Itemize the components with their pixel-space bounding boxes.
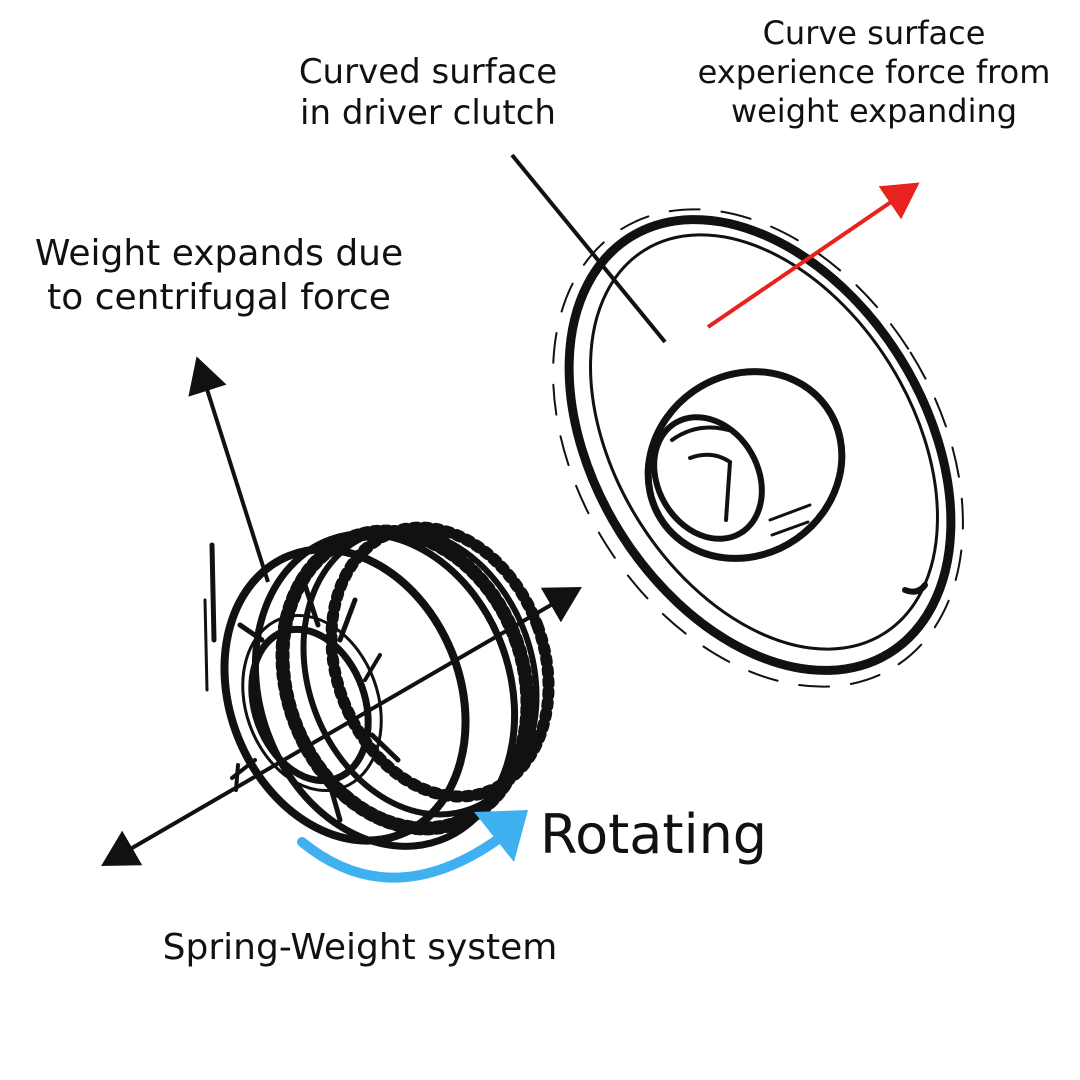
force-arrow: [706, 182, 920, 329]
label-weight-expands: Weight expands due to centrifugal force: [34, 233, 404, 318]
rotation-arrow-icon: [297, 810, 528, 883]
label-curve-force: Curve surface experience force from weig…: [697, 14, 1051, 131]
axis-arrow: [101, 586, 582, 867]
curved-surface-leader: [510, 153, 667, 344]
weight-expand-arrow: [188, 356, 270, 583]
label-spring-weight-system: Spring-Weight system: [162, 927, 558, 968]
driver-clutch-drum: [552, 208, 964, 688]
label-curved-surface: Curved surface in driver clutch: [298, 52, 558, 134]
label-rotating: Rotating: [540, 803, 768, 866]
spring-weight-assembly: [203, 521, 555, 850]
